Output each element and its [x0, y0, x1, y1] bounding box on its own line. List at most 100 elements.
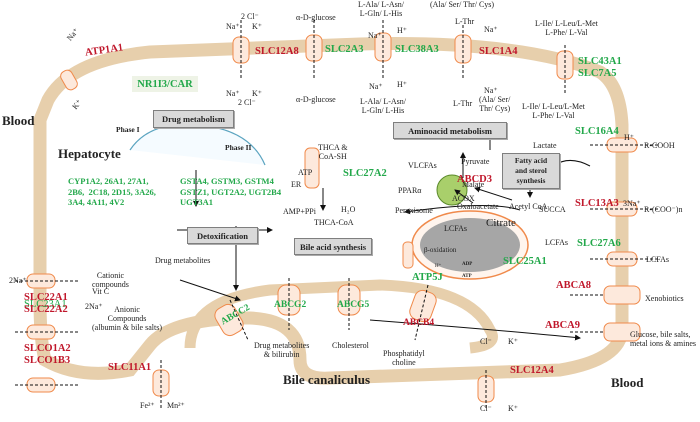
bile-canaliculus-label: Bile canaliculus: [283, 372, 371, 387]
na-ion-label: Na⁺: [368, 31, 382, 40]
beta-oxidation-label: β-oxidation: [424, 246, 457, 254]
citrate-label: Citrate: [486, 217, 516, 229]
lcfas-label: LCFAs: [545, 238, 568, 247]
abcb4-label: ABCB4: [403, 318, 435, 328]
dicarboxylate-label: R-(COO⁻)n: [644, 205, 683, 214]
cationic-compounds-label: Cationic compounds: [92, 271, 129, 289]
amp-ppi-label: AMP+PPi: [283, 207, 316, 216]
abca8-label: ABCA8: [556, 280, 592, 291]
atp-label: ATP: [462, 274, 472, 279]
slc25a1-label: SLC25A1: [503, 256, 547, 267]
bcaa-label: L-Ile/ L-Leu/L-Met L-Phe/ L-Val: [522, 102, 585, 120]
hepatocyte-label: Hepatocyte: [58, 146, 121, 161]
fatty-acid-sterol-synthesis-box: Fatty acid and sterol synthesis: [502, 153, 560, 189]
k-ion-label: K⁺: [252, 22, 262, 31]
vit-c-label: Vit C: [92, 287, 110, 296]
slc12a8-label: SLC12A8: [255, 46, 299, 57]
h-ion-label: H⁺: [397, 26, 407, 35]
succa-label: SUCCA: [539, 205, 566, 214]
cl-ion-label: 2 Cl⁻: [241, 12, 259, 21]
lcfas-label: LCFAs: [444, 224, 467, 233]
xenobiotics-label: Xenobiotics: [645, 294, 684, 303]
na-ion-label: 2Na⁺: [85, 302, 103, 311]
slc11a1-label: SLC11A1: [108, 362, 152, 373]
thca-coash-label: THCA & CoA-SH: [318, 143, 348, 161]
slc22a2-label: SLC22A2: [24, 304, 68, 315]
slco1b3-label: SLCO1B3: [24, 355, 71, 366]
bile-acid-synthesis-box: Bile acid synthesis: [294, 238, 372, 255]
abcg5-label: ABCG5: [337, 300, 370, 310]
h-ion-label: H⁺: [397, 80, 407, 89]
bcaa-label: L-Ile/ L-Leu/L-Met L-Phe/ L-Val: [535, 19, 598, 37]
slc27a2-label: SLC27A2: [343, 168, 387, 179]
na-ion-label: Na⁺: [226, 22, 240, 31]
na-ion-label: Na⁺: [369, 82, 383, 91]
na-ion-label: Na⁺: [484, 25, 498, 34]
slc43a1-label: SLC43A1: [578, 56, 622, 67]
detoxification-box: Detoxification: [187, 227, 258, 244]
na-ion-label: 3Na⁺: [623, 199, 641, 208]
na-ion-label: 2Na⁺: [9, 276, 27, 285]
cl-ion-label: Cl⁻: [480, 404, 492, 413]
drug-metabolites-bilirubin-label: Drug metabolites & bilirubin: [254, 341, 310, 359]
glucose-label: α-D-glucose: [296, 13, 336, 22]
cell-membrane: [33, 37, 629, 385]
na-ion-label: Na⁺: [226, 89, 240, 98]
abcd3-label: ABCD3: [457, 174, 493, 185]
slc23a1-label: SLC23A1: [24, 299, 67, 310]
glucose-label: α-D-glucose: [296, 95, 336, 104]
slco1a2-label: SLCO1A2: [24, 343, 71, 354]
cholesterol-label: Cholesterol: [332, 341, 369, 350]
lcfas-label: LCFAs: [646, 255, 669, 264]
amino-acids-label: L-Ala/ L-Asn/ L-Gln/ L-His: [358, 0, 404, 18]
slc7a5-label: SLC7A5: [578, 68, 617, 79]
peroxisome-label: Peroxisome: [395, 206, 433, 215]
mitochondrion: [411, 210, 529, 280]
drug-metabolites-label: Drug metabolites: [155, 256, 211, 265]
phase-2-label: Phase II: [225, 143, 252, 152]
anionic-compounds-label: Anionic Compounds (albumin & bile salts): [92, 305, 162, 332]
amino-acids-label: (Ala/ Ser/ Thr/ Cys): [430, 0, 495, 9]
fe-ion-label: Fe²⁺: [140, 401, 155, 410]
vlcfas-label: VLCFAs: [408, 161, 437, 170]
slc13a3-label: SLC13A3: [575, 198, 619, 209]
adp-label: ADP: [462, 262, 473, 267]
slc12a4-label: SLC12A4: [510, 365, 554, 376]
cl-ion-label: Cl⁻: [480, 337, 492, 346]
mn-ion-label: Mn²⁺: [167, 401, 185, 410]
lactate-label: Lactate: [533, 141, 557, 150]
h-ion-label: H⁺: [435, 264, 442, 269]
pyruvate-label: Pyruvate: [461, 157, 490, 166]
aminoacid-metabolism-box: Aminoacid metabolism: [393, 122, 507, 139]
blood-left-label: Blood: [2, 113, 35, 128]
slc27a6-label: SLC27A6: [577, 238, 621, 249]
dashed-transport: [15, 20, 660, 410]
na-ion-label: Na⁺: [484, 86, 498, 95]
k-ion-label: K⁺: [508, 337, 518, 346]
atp-label: ATP: [298, 168, 313, 177]
k-ion-label: K⁺: [252, 89, 262, 98]
amino-acids-label: L-Ala/ L-Asn/ L-Gln/ L-His: [360, 97, 406, 115]
ppar-alpha-label: PPARα: [398, 186, 422, 195]
drug-metabolism-box: Drug metabolism: [153, 110, 234, 128]
h-ion-label: H⁺: [624, 133, 634, 142]
gst-ugt-enzyme-list: GSTA4, GSTM3, GSTM4 GSTZ1, UGT2A2, UGT2B…: [180, 176, 282, 207]
malate-label: Malate: [462, 180, 485, 189]
acox-label: ACOX: [452, 194, 475, 203]
cl-ion-label: 2 Cl⁻: [238, 98, 256, 107]
slc16a4-label: SLC16A4: [575, 126, 619, 137]
slc1a4-label: SLC1A4: [479, 46, 518, 57]
er-label: ER: [291, 180, 302, 189]
bile-canaliculus: [184, 279, 498, 354]
acetyl-coa-label: Acetyl CoA: [509, 202, 548, 211]
l-thr-label: L-Thr: [453, 99, 473, 108]
phosphatidylcholine-label: Phosphatidyl choline: [383, 349, 425, 367]
l-thr-label: L-Thr: [455, 17, 475, 26]
slc38a3-label: SLC38A3: [395, 44, 439, 55]
abcg2-label: ABCG2: [274, 300, 307, 310]
slc2a3-label: SLC2A3: [325, 44, 364, 55]
phase-1-label: Phase I: [116, 125, 140, 134]
slc22a1-label: SLC22A1: [24, 292, 68, 303]
peroxisome: [436, 174, 468, 206]
